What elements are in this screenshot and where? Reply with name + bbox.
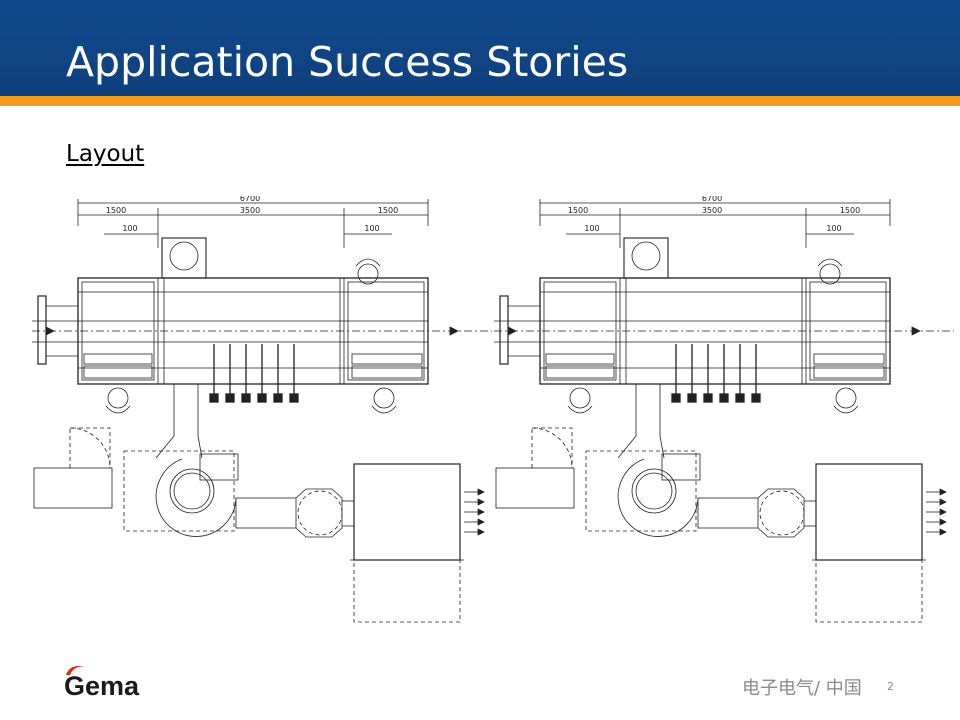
booth-body <box>77 277 429 385</box>
dim-left: 1500 <box>568 206 588 215</box>
header-bar <box>0 0 960 96</box>
dim-offset-right: 100 <box>364 224 379 233</box>
gema-logo: Gema <box>60 661 150 701</box>
logo-text: Gema <box>64 671 140 701</box>
section-heading: Layout <box>66 141 145 167</box>
dim-center: 3500 <box>240 206 260 215</box>
spray-guns <box>671 344 761 403</box>
operator-top-right <box>817 258 843 285</box>
dim-center: 3500 <box>702 206 722 215</box>
layout-drawing-left: 6700 1500 3500 1500 100 100 <box>32 196 492 636</box>
filter-unit <box>812 463 947 623</box>
powder-box <box>33 427 113 509</box>
header-accent-stripe <box>0 96 960 106</box>
operator-bottom-left <box>567 387 593 414</box>
connecting-duct <box>697 488 816 538</box>
connecting-duct <box>235 488 354 538</box>
spray-guns <box>209 344 299 403</box>
dim-overall: 6700 <box>702 196 722 203</box>
operator-bottom-right <box>833 387 859 414</box>
logo-swoosh-icon <box>66 666 86 675</box>
powder-box <box>495 427 575 509</box>
conveyor-line <box>494 320 954 343</box>
conveyor-line <box>32 320 492 343</box>
dim-overall: 6700 <box>240 196 260 203</box>
operator-bottom-right <box>371 387 397 414</box>
dimension-lines: 6700 1500 3500 1500 100 100 <box>539 196 891 248</box>
cyclone <box>123 450 239 537</box>
dim-left: 1500 <box>106 206 126 215</box>
dim-offset-right: 100 <box>826 224 841 233</box>
down-duct <box>155 384 203 459</box>
filter-unit <box>350 463 485 623</box>
top-duct <box>161 237 207 279</box>
down-duct <box>617 384 665 459</box>
dimension-lines: 6700 1500 3500 1500 100 100 <box>77 196 429 248</box>
layout-drawing-right: 6700 1500 3500 1500 100 100 <box>494 196 954 636</box>
dim-right: 1500 <box>840 206 860 215</box>
entry-frame <box>499 295 509 365</box>
operator-top-right <box>355 258 381 285</box>
operator-bottom-left <box>105 387 131 414</box>
page-number: 2 <box>887 680 894 693</box>
dim-right: 1500 <box>378 206 398 215</box>
booth-body <box>539 277 891 385</box>
entry-frame <box>37 295 47 365</box>
cyclone <box>585 450 701 537</box>
slide-title: Application Success Stories <box>66 38 629 86</box>
dim-offset-left: 100 <box>122 224 137 233</box>
footer-site: 电子电气/ 中国 <box>742 678 862 699</box>
top-duct <box>623 237 669 279</box>
dim-offset-left: 100 <box>584 224 599 233</box>
